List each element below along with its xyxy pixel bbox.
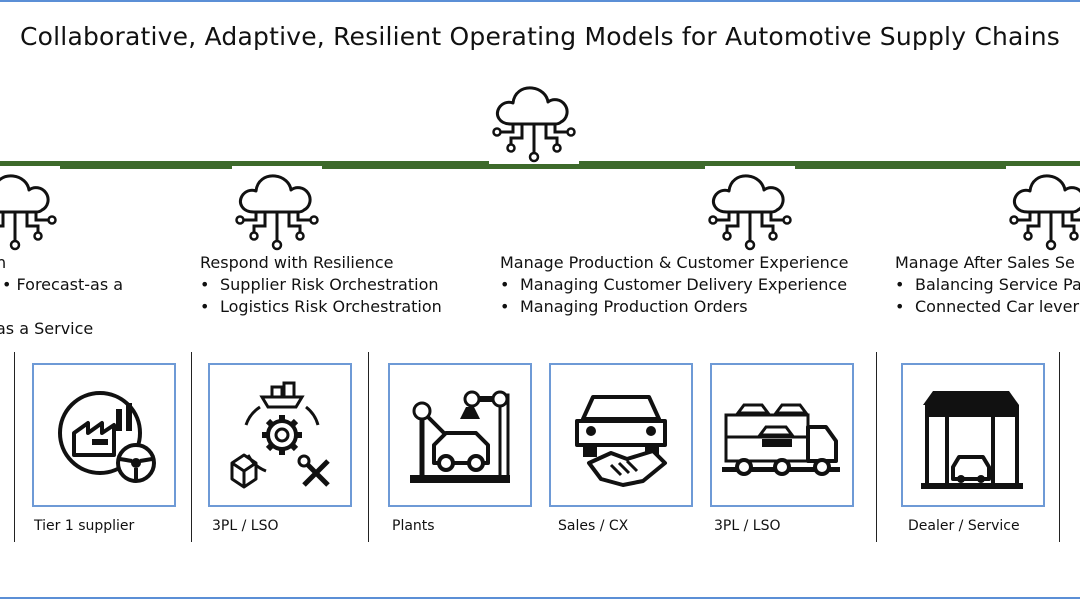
stage-label: Tier 1 supplier — [34, 518, 135, 534]
phase-bullet: • Logistics Risk Orchestration — [200, 296, 442, 318]
bullet-text: Managing Production Orders — [520, 297, 748, 316]
phase-title: Manage Production & Customer Experience — [500, 253, 849, 272]
stage-separator — [876, 352, 877, 542]
bullet-text: Managing Customer Delivery Experience — [520, 275, 848, 294]
phase-respond: Respond with Resilience • Supplier Risk O… — [200, 252, 442, 318]
stage-card-dealer — [901, 363, 1045, 507]
robot-arm-car-icon — [410, 390, 510, 483]
stage-label: Sales / CX — [558, 518, 629, 534]
cloud-network-icon-4 — [1006, 166, 1080, 252]
phase-bullet: • Connected Car lever — [895, 296, 1080, 318]
stage-card-3pl-1 — [208, 363, 352, 507]
top-border-line — [0, 0, 1080, 2]
car-handshake-icon — [575, 395, 667, 487]
cloud-network-icon-3 — [705, 166, 795, 252]
stage-card-3pl-2 — [710, 363, 854, 507]
bullet-marker: • — [200, 297, 210, 316]
blank-line — [0, 296, 123, 318]
phase-bullet-continued: as a Service — [0, 319, 94, 338]
stage-label: 3PL / LSO — [212, 518, 279, 534]
bullet-text: Supplier Risk Orchestration — [220, 275, 439, 294]
bullet-text: Logistics Risk Orchestration — [220, 297, 442, 316]
dealership-icon — [921, 391, 1023, 489]
stage-card-tier1 — [32, 363, 176, 507]
stage-separator — [191, 352, 192, 542]
stage-card-plants — [388, 363, 532, 507]
stage-separator — [368, 352, 369, 542]
car-carrier-truck-icon — [722, 403, 840, 476]
phase-title: Manage After Sales Se — [895, 253, 1075, 272]
phase-bullet: • Supplier Risk Orchestration — [200, 274, 442, 296]
factory-steering-wheel-icon — [58, 391, 156, 483]
phase-bullet: • Balancing Service Pa — [895, 274, 1080, 296]
bottom-border-line — [0, 597, 1080, 599]
cloud-network-icon-center — [489, 78, 579, 164]
bullet-marker: • — [2, 275, 12, 294]
phase-bullet: • Forecast-as a — [0, 274, 123, 296]
bullet-marker: • — [895, 297, 905, 316]
bullet-marker: • — [895, 275, 905, 294]
bullet-marker: • — [500, 297, 510, 316]
cloud-network-icon-2 — [232, 166, 322, 252]
phase-bullet: • Managing Production Orders — [500, 296, 848, 318]
connector-bus — [0, 161, 1080, 169]
cloud-network-icon-1 — [0, 166, 60, 252]
stage-card-sales — [549, 363, 693, 507]
bullet-text: Connected Car lever — [915, 297, 1080, 316]
phase-manage-production: Manage Production & Customer Experience … — [500, 252, 848, 318]
page-title: Collaborative, Adaptive, Resilient Opera… — [20, 22, 1060, 51]
phase-bullet: • Managing Customer Delivery Experience — [500, 274, 848, 296]
stage-label: Plants — [392, 518, 435, 534]
stage-separator — [14, 352, 15, 542]
bullet-text: Forecast-as a — [16, 275, 124, 294]
phase-after-sales: Manage After Sales Se • Balancing Service… — [895, 252, 1080, 318]
bullet-marker: • — [500, 275, 510, 294]
ship-gear-tools-icon — [230, 381, 330, 489]
phase-title: Respond with Resilience — [200, 253, 394, 272]
stage-separator — [1059, 352, 1060, 542]
bullet-text: Balancing Service Pa — [915, 275, 1080, 294]
phase-plan: n • Forecast-as a as a Service — [0, 252, 123, 340]
stage-label: Dealer / Service — [908, 518, 1020, 534]
bullet-marker: • — [200, 275, 210, 294]
stage-label: 3PL / LSO — [714, 518, 781, 534]
phase-title: n — [0, 253, 7, 272]
